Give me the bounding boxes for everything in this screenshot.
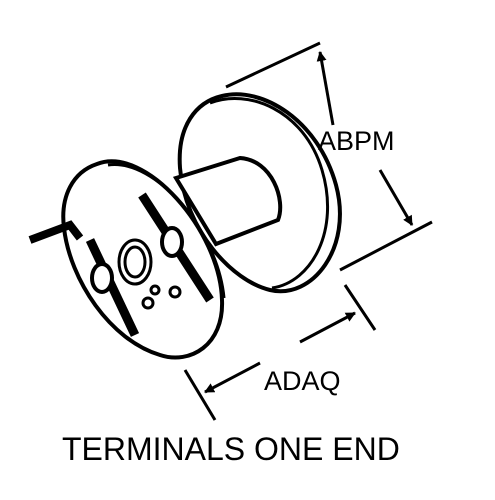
terminal-left-eye bbox=[90, 262, 114, 294]
terminal-lugs bbox=[28, 192, 214, 337]
diagram-caption: TERMINALS ONE END bbox=[62, 431, 400, 467]
dimension-abpm: ABPM bbox=[225, 41, 433, 272]
dimension-abpm-label: ABPM bbox=[318, 126, 395, 156]
center-hub bbox=[117, 238, 182, 310]
dimension-adaq-label: ADAQ bbox=[264, 366, 341, 396]
terminal-left bbox=[85, 238, 140, 337]
dimension-adaq: ADAQ bbox=[183, 284, 377, 421]
spool-barrel bbox=[172, 155, 283, 247]
terminal-lead-wire bbox=[28, 220, 84, 244]
terminal-right-eye bbox=[160, 226, 184, 258]
